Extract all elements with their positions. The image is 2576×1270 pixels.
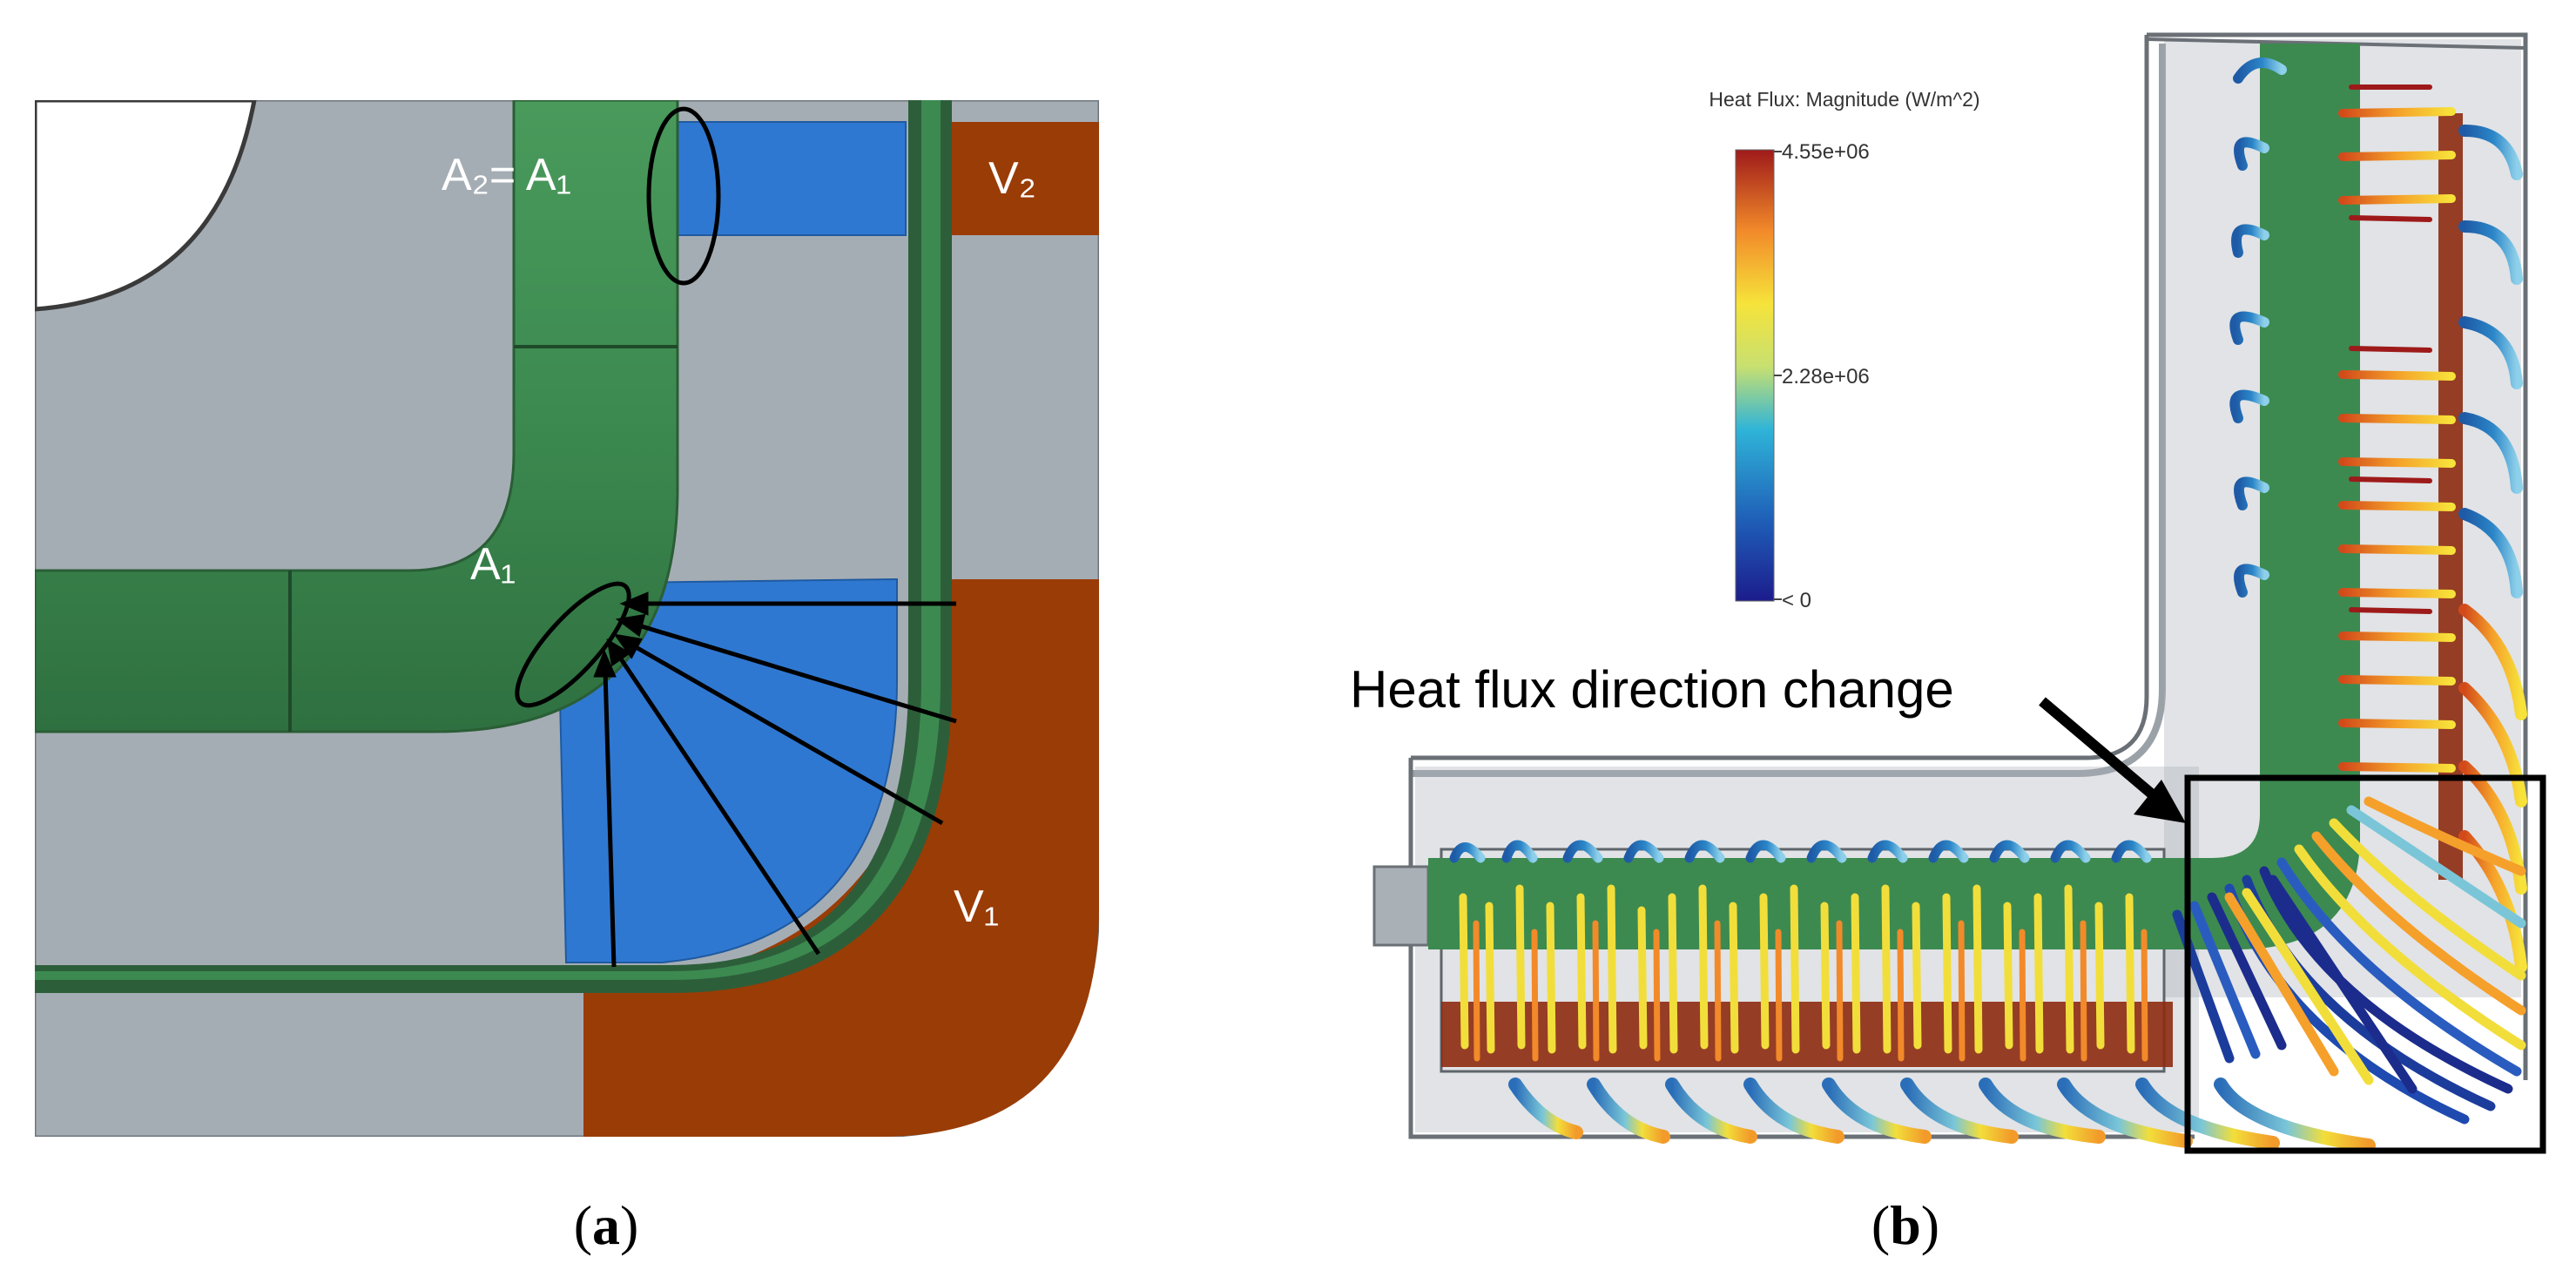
area-a2-ellipse — [646, 106, 721, 286]
streamlines-vertical-section — [2229, 57, 2527, 973]
housing-horizontal-inner — [1440, 848, 2166, 1073]
housing-vertical-inner — [1411, 44, 2166, 777]
pipe-vertical — [2260, 44, 2360, 845]
annotation-arrowhead — [2134, 780, 2186, 823]
region-v1 — [583, 579, 1099, 1137]
label-a2-eq-a1: A₂= A₁ — [442, 150, 571, 200]
legend-colorbar — [1735, 149, 1775, 602]
legend-min-label: < 0 — [1782, 589, 1811, 612]
fin-base-horizontal — [1441, 1002, 2173, 1067]
label-v1: V₁ — [954, 882, 999, 932]
caption-b: (b) — [1871, 1194, 1939, 1256]
annotation-text: Heat flux direction change — [1350, 660, 1954, 719]
pipe-elbow — [35, 100, 679, 733]
legend-title: Heat Flux: Magnitude (W/m^2) — [1709, 88, 1979, 111]
label-a1: A₁ — [470, 539, 516, 590]
panel-a-diagram: A₂= A₁ A₁ V₂ V₁ — [35, 100, 1099, 1137]
legend-mid-label: 2.28e+06 — [1782, 365, 1870, 388]
shaft-stub — [1372, 865, 1430, 947]
annotation-arrow-line — [2039, 697, 2159, 801]
streamlines-horizontal-section — [1449, 840, 2376, 1152]
housing-vertical-outline — [1411, 32, 2528, 1080]
caption-a: (a) — [574, 1194, 639, 1256]
label-v2: V₂ — [988, 153, 1036, 204]
streamlines-elbow-fan — [2172, 796, 2526, 1125]
legend-max-label: 4.55e+06 — [1782, 140, 1870, 164]
elbow-highlight-box — [2184, 774, 2546, 1154]
panel-b-simulation: Heat Flux: Magnitude (W/m^2) 4.55e+06 2.… — [1350, 32, 2546, 1154]
region-v2 — [952, 122, 1099, 235]
area-a1-ellipse — [515, 581, 631, 708]
flux-arrows — [593, 591, 957, 968]
region-blue-sector — [556, 578, 898, 963]
corner-cutout — [35, 100, 257, 312]
